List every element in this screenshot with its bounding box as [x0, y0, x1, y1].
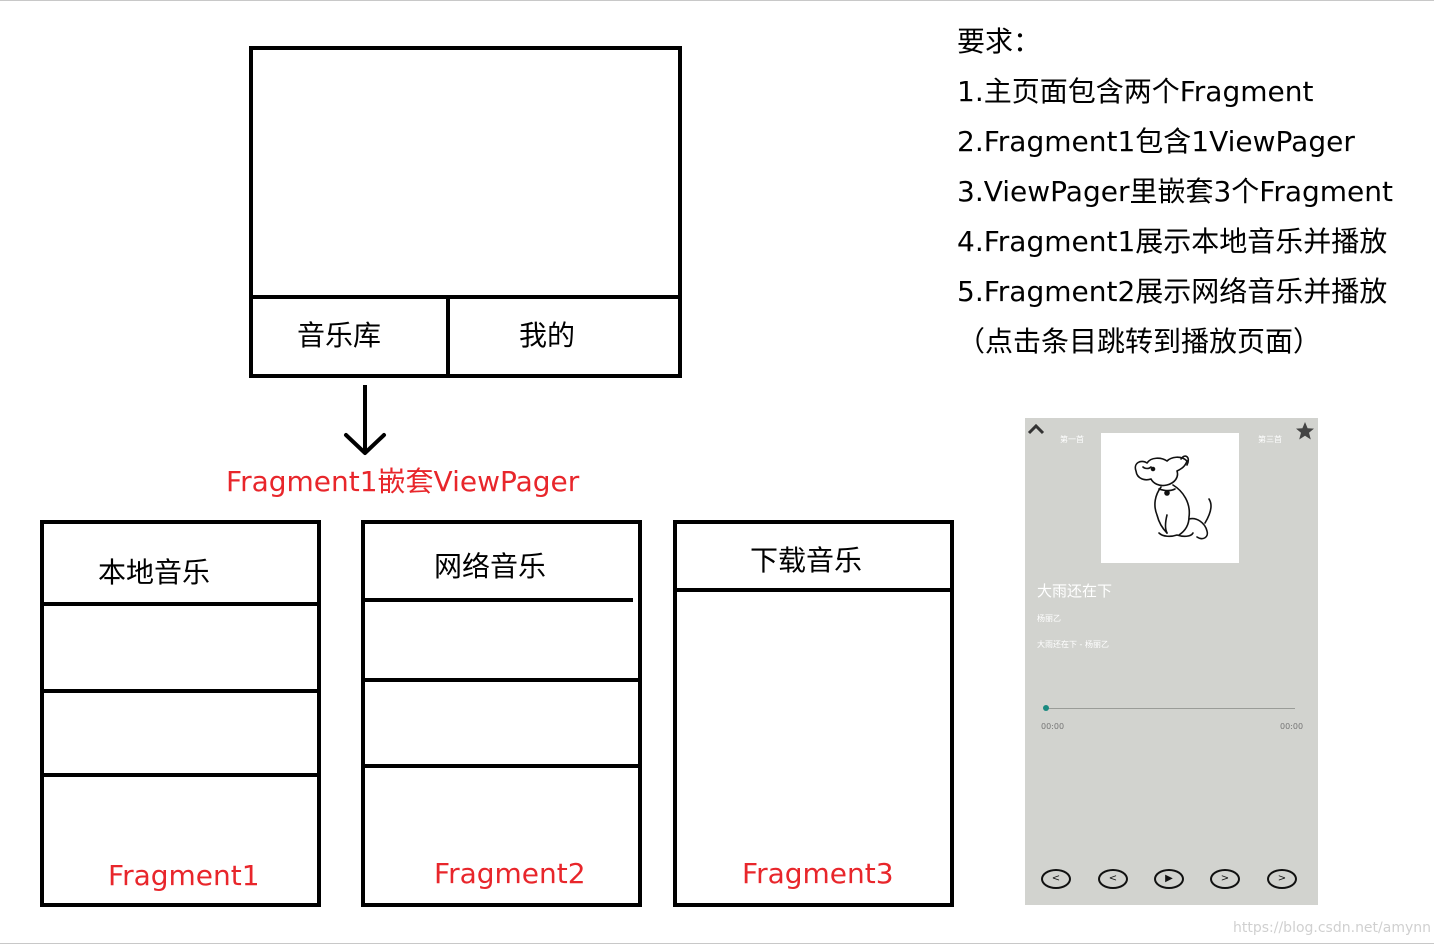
fragment3-frame — [673, 520, 954, 907]
main-page-frame — [249, 46, 682, 378]
fragment3-footer-label: Fragment3 — [742, 857, 894, 890]
fragment1-row-divider — [40, 773, 321, 777]
next-icon[interactable]: > — [1210, 869, 1240, 889]
requirement-item: 1.主页面包含两个Fragment — [957, 75, 1314, 108]
fragment1-footer-label: Fragment1 — [108, 859, 260, 892]
progress-track[interactable] — [1045, 708, 1295, 709]
album-art — [1101, 433, 1239, 563]
song-full-title: 大雨还在下 - 杨丽乙 — [1037, 640, 1109, 649]
player-screenshot: 第一首 第三首 大雨还在下 杨丽乙 大雨还在下 - 杨丽乙 00:00 — [1025, 418, 1318, 905]
fragment3-header-label: 下载音乐 — [750, 544, 863, 577]
requirement-item: 4.Fragment1展示本地音乐并播放 — [957, 225, 1388, 258]
requirement-item: 3.ViewPager里嵌套3个Fragment — [957, 175, 1394, 208]
previous-icon[interactable]: < — [1098, 869, 1128, 889]
watermark: https://blog.csdn.net/amynn — [1233, 920, 1432, 936]
fragment1-row-divider — [40, 689, 321, 693]
requirement-item: 2.Fragment1包含1ViewPager — [957, 125, 1355, 158]
bottom-border — [0, 943, 1434, 944]
skip-forward-icon[interactable]: > — [1267, 869, 1297, 889]
progress-thumb[interactable] — [1043, 705, 1049, 711]
fragment2-footer-label: Fragment2 — [434, 857, 586, 890]
main-page-tabbar-divider — [249, 295, 682, 299]
requirement-item: 5.Fragment2展示网络音乐并播放 — [957, 275, 1388, 308]
top-border — [0, 0, 1434, 1]
requirement-item: （点击条目跳转到播放页面） — [957, 325, 1322, 358]
prev-song-label[interactable]: 第一首 — [1060, 435, 1084, 444]
fragment2-header-label: 网络音乐 — [434, 550, 547, 583]
main-page-tab-separator — [446, 295, 450, 375]
arrow-caption: Fragment1嵌套ViewPager — [226, 465, 580, 498]
time-start: 00:00 — [1041, 722, 1065, 731]
tab-music-library[interactable]: 音乐库 — [297, 319, 382, 352]
fragment3-header-divider — [673, 588, 954, 592]
fragment2-frame — [361, 520, 642, 907]
next-song-label[interactable]: 第三首 — [1258, 435, 1282, 444]
artist-name: 杨丽乙 — [1037, 614, 1061, 623]
play-icon[interactable]: ▶ — [1154, 869, 1184, 889]
fragment1-header-label: 本地音乐 — [98, 556, 211, 589]
dog-illustration-icon — [1134, 455, 1212, 540]
tab-mine[interactable]: 我的 — [519, 319, 576, 352]
skip-back-icon[interactable]: < — [1041, 869, 1071, 889]
fragment2-row-divider — [361, 678, 642, 682]
star-icon[interactable] — [1295, 421, 1315, 441]
requirements-title: 要求： — [957, 25, 1042, 58]
fragment2-row-divider — [361, 764, 642, 768]
song-title: 大雨还在下 — [1037, 582, 1113, 600]
time-end: 00:00 — [1280, 722, 1304, 731]
collapse-chevron-icon[interactable] — [1027, 423, 1045, 435]
fragment2-header-divider — [361, 598, 633, 602]
down-arrow-icon — [344, 385, 386, 455]
fragment1-header-divider — [40, 602, 321, 606]
fragment1-frame — [40, 520, 321, 907]
